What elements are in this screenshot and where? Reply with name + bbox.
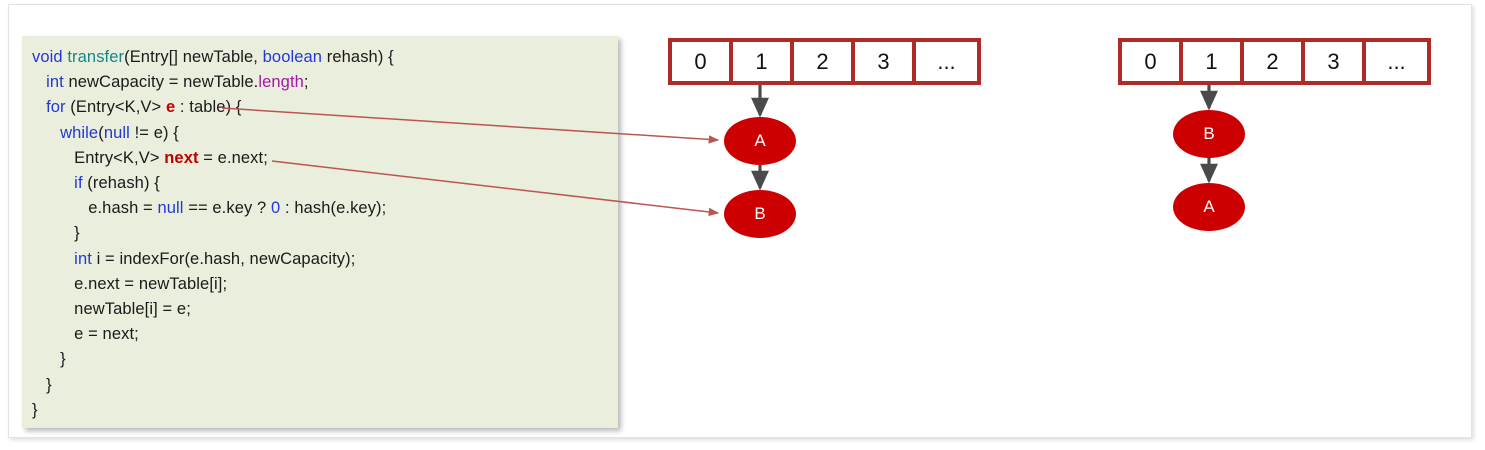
code-token-while-rest-b: != e) { [129,123,179,142]
code-token-rehash-open: rehash) { [322,48,394,66]
node-before-first[interactable]: A [724,117,796,165]
code-token-next-assign: = e.next; [198,148,268,167]
array-cell-0[interactable]: 0 [672,42,733,81]
array-cell-1[interactable]: 1 [1183,42,1244,81]
code-token-entry-array: (Entry[] newTable, [124,48,263,66]
code-token-if-rest: (rehash) { [82,174,160,193]
code-token-semicolon-1: ; [303,73,309,92]
code-token-newtable-assign: newTable[i] = e; [74,300,191,319]
code-token-var-e: e [165,98,176,117]
code-listing: void transfer(Entry[] newTable, boolean … [32,45,394,423]
code-token-close-brace-1: } [74,224,80,243]
code-token-while-rest-a: ( [98,123,104,142]
array-table-before: 0 1 2 3 ... [668,38,981,85]
array-cell-1[interactable]: 1 [733,42,794,81]
node-after-first[interactable]: B [1173,110,1245,158]
code-token-newcapacity: newCapacity = newTable. [63,73,259,92]
array-cell-ellipsis[interactable]: ... [1366,42,1427,81]
array-cell-2[interactable]: 2 [1244,42,1305,81]
code-token-close-brace-3: } [46,375,52,394]
code-token-boolean: boolean [262,48,323,66]
code-token-zero: 0 [271,199,281,218]
code-token-var-next: next [164,148,199,167]
code-token-null-1: null [103,123,130,142]
code-token-int: int [46,73,64,92]
code-token-null-2: null [157,199,184,218]
array-cell-3[interactable]: 3 [1305,42,1366,81]
code-token-for-rest-b: : table) { [175,98,242,117]
code-token-ehash-c: : hash(e.key); [280,199,387,218]
code-token-length: length [258,73,304,92]
code-token-close-brace-4: } [32,400,38,419]
code-token-if: if [74,174,83,193]
code-token-entry-kv: Entry<K,V> [74,148,165,167]
code-token-indexfor: i = indexFor(e.hash, newCapacity); [91,249,356,268]
code-token-for-rest-a: (Entry<K,V> [65,98,166,117]
code-token-e-next-assign: e = next; [74,325,139,344]
code-token-transfer: transfer [67,48,125,66]
node-after-second[interactable]: A [1173,183,1245,231]
code-token-void: void [32,48,63,66]
array-cell-3[interactable]: 3 [855,42,916,81]
array-cell-0[interactable]: 0 [1122,42,1183,81]
code-panel: void transfer(Entry[] newTable, boolean … [22,36,618,428]
code-token-while: while [60,123,99,142]
array-cell-2[interactable]: 2 [794,42,855,81]
code-token-enext: e.next = newTable[i]; [74,274,228,293]
node-before-second[interactable]: B [724,190,796,238]
code-token-int-2: int [74,249,92,268]
code-token-ehash-b: == e.key ? [183,199,271,218]
code-token-close-brace-2: } [60,350,66,369]
array-cell-ellipsis[interactable]: ... [916,42,977,81]
array-table-after: 0 1 2 3 ... [1118,38,1431,85]
code-token-ehash-a: e.hash = [88,199,158,218]
code-token-for: for [46,98,66,117]
